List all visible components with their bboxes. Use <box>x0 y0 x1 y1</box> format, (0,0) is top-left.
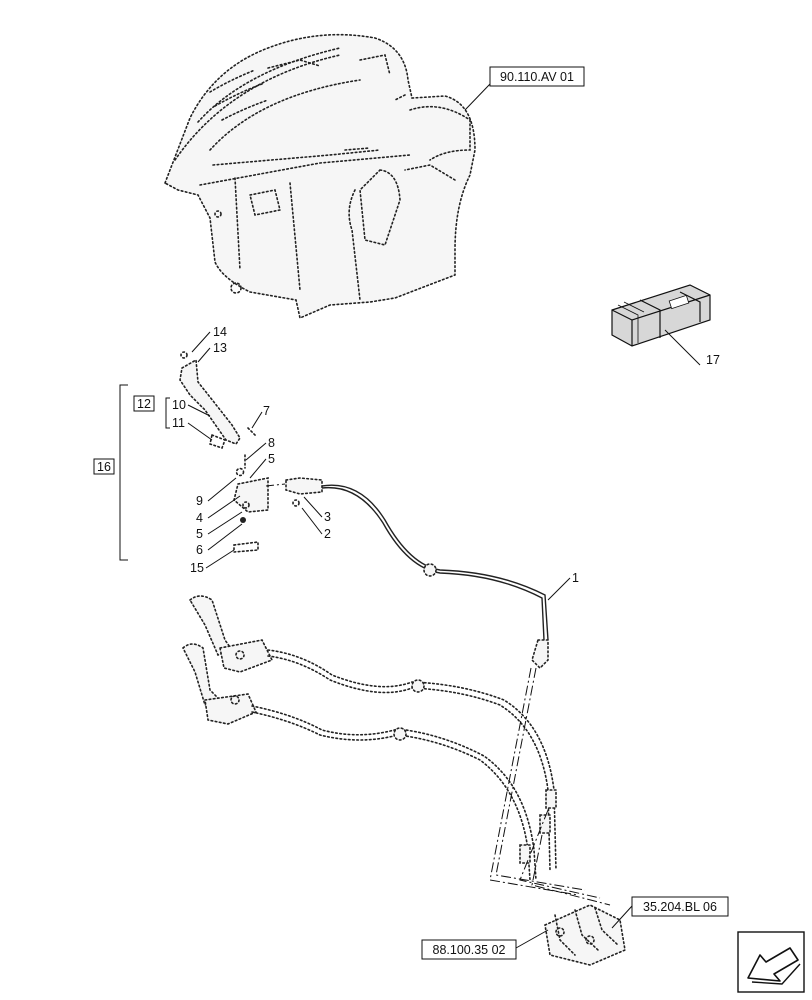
callout-10[interactable]: 10 <box>172 398 186 412</box>
callout-13[interactable]: 13 <box>213 341 227 355</box>
leader-line <box>191 331 211 353</box>
leader-line <box>303 496 323 518</box>
callout-16[interactable]: 16 <box>97 460 111 474</box>
lever-assembly <box>179 351 269 553</box>
reference-label-bottom-left[interactable]: 88.100.35 02 <box>421 929 549 960</box>
reference-box <box>631 896 729 917</box>
callout-4[interactable]: 4 <box>196 511 203 525</box>
leader-line <box>611 905 633 929</box>
arrow-left-icon <box>747 947 801 985</box>
reference-box <box>421 939 517 960</box>
leader-line <box>205 549 235 569</box>
kit-crate: 17 <box>611 284 720 367</box>
callout-11[interactable]: 11 <box>172 416 185 430</box>
wooden-crate-icon <box>611 284 711 347</box>
callout-8[interactable]: 8 <box>268 436 275 450</box>
valve-levers-assembly <box>182 595 557 881</box>
control-cable: 3 2 1 <box>265 477 579 670</box>
leader-line <box>207 477 237 502</box>
callout-16-box <box>93 458 115 475</box>
callout-5b[interactable]: 5 <box>196 527 203 541</box>
callout-17[interactable]: 17 <box>706 353 720 367</box>
leader-line <box>187 404 211 417</box>
reference-text: 35.204.BL 06 <box>643 900 717 914</box>
callout-6[interactable]: 6 <box>196 543 203 557</box>
bracket-group <box>119 384 170 561</box>
cab-console-assembly <box>164 33 476 320</box>
callout-12[interactable]: 12 <box>137 397 151 411</box>
leader-line <box>251 411 263 429</box>
leader-line <box>547 577 571 601</box>
reference-label-bottom-right[interactable]: 35.204.BL 06 <box>611 896 729 929</box>
reference-box <box>489 66 585 87</box>
callout-7[interactable]: 7 <box>263 404 270 418</box>
routing-lines <box>489 667 611 906</box>
callout-3[interactable]: 3 <box>324 510 331 524</box>
leader-line <box>197 347 211 363</box>
leader-line <box>301 507 323 535</box>
reference-text: 90.110.AV 01 <box>500 70 574 84</box>
leader-line <box>245 442 267 461</box>
leader-line <box>664 329 701 366</box>
nav-arrow-button[interactable] <box>737 931 805 993</box>
callout-14[interactable]: 14 <box>213 325 227 339</box>
callouts-lever: 14 13 12 10 11 7 8 5 16 9 4 5 6 15 <box>93 325 275 575</box>
callout-9[interactable]: 9 <box>196 494 203 508</box>
leader-line <box>187 422 213 441</box>
leader-line <box>207 495 241 519</box>
leader-line <box>249 458 267 479</box>
leader-line <box>207 511 243 535</box>
callout-5a[interactable]: 5 <box>268 452 275 466</box>
reference-text: 88.100.35 02 <box>433 943 506 957</box>
callout-2[interactable]: 2 <box>324 527 331 541</box>
leader-line <box>464 83 491 111</box>
callout-1[interactable]: 1 <box>572 571 579 585</box>
valve-block <box>544 904 626 966</box>
callout-12-box <box>133 395 155 412</box>
leader-line <box>515 929 549 949</box>
callout-15[interactable]: 15 <box>190 561 204 575</box>
leader-line <box>207 523 243 551</box>
reference-label-top-right[interactable]: 90.110.AV 01 <box>464 66 585 111</box>
